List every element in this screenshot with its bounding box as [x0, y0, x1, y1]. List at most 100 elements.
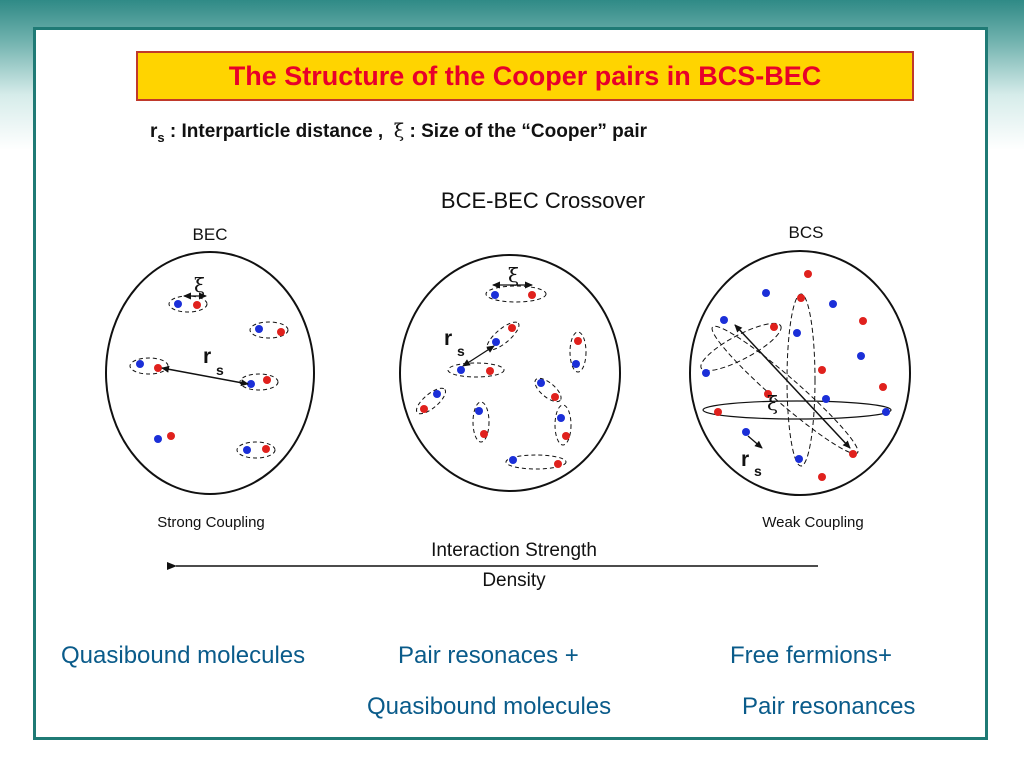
large-pair-horizontal: [702, 400, 892, 420]
red-particle: [262, 445, 270, 453]
blue-particle: [742, 428, 750, 436]
bcs-r-label: r: [741, 448, 749, 471]
pair: [154, 432, 175, 443]
red-particle: [263, 376, 271, 384]
red-particle: [167, 432, 175, 440]
red-particle: [797, 294, 805, 302]
crossover-xi-label: ξ: [508, 263, 519, 287]
pair: [415, 387, 447, 415]
red-particle: [420, 405, 428, 413]
blue-particle: [491, 291, 499, 299]
blue-particle: [882, 408, 890, 416]
xi-definition: : Size of the “Cooper” pair: [404, 121, 648, 142]
bec-label: BEC: [193, 225, 228, 244]
red-particle: [486, 367, 494, 375]
crossover-description-1: Pair resonaces +: [398, 642, 579, 669]
red-particle: [277, 328, 285, 336]
blue-particle: [762, 289, 770, 297]
bcs-particles: [700, 270, 892, 481]
subtitle: rs : Interparticle distance , ξ : Size o…: [150, 120, 870, 145]
pair-boundary: [129, 357, 169, 375]
blue-particle: [492, 338, 500, 346]
bec-pairs: [129, 292, 289, 459]
rs-subscript: s: [157, 129, 165, 145]
blue-particle: [154, 435, 162, 443]
blue-particle: [537, 379, 545, 387]
blue-particle: [795, 455, 803, 463]
pair: [569, 331, 587, 373]
red-particle: [818, 473, 826, 481]
large-pair-diagonal-1: [711, 325, 859, 455]
blue-particle: [857, 352, 865, 360]
red-particle: [554, 460, 562, 468]
large-pair-vertical: [786, 293, 816, 467]
xi-arrow: [734, 324, 851, 449]
bcs-description-2: Pair resonances: [742, 693, 916, 720]
pair-boundary: [554, 404, 572, 446]
crossover-circle: [399, 254, 621, 492]
pair-boundary: [472, 401, 490, 443]
pair: [554, 404, 572, 446]
crossover-description-2: Quasibound molecules: [367, 693, 612, 720]
title-box: The Structure of the Cooper pairs in BCS…: [136, 51, 914, 101]
pair: [129, 357, 169, 375]
red-particle: [574, 337, 582, 345]
red-particle: [879, 383, 887, 391]
blue-particle: [702, 369, 710, 377]
crossover-s-label: s: [457, 343, 465, 359]
red-particle: [154, 364, 162, 372]
blue-particle: [433, 390, 441, 398]
pair-boundary: [236, 441, 276, 459]
pair-boundary: [415, 387, 447, 415]
bec-s-label: s: [216, 362, 224, 378]
blue-particle: [247, 380, 255, 388]
pair-boundary: [569, 331, 587, 373]
blue-particle: [509, 456, 517, 464]
blue-particle: [793, 329, 801, 337]
pair: [168, 295, 208, 313]
pair-boundary: [534, 377, 562, 403]
pair: [472, 401, 490, 443]
figure-heading: BCE-BEC Crossover: [441, 188, 645, 213]
pair: [485, 285, 547, 303]
blue-particle: [136, 360, 144, 368]
pair-boundary: [239, 373, 279, 391]
pair: [239, 373, 279, 391]
red-particle: [480, 430, 488, 438]
blue-particle: [572, 360, 580, 368]
red-particle: [508, 324, 516, 332]
bcs-circle: [689, 250, 911, 496]
pair: [505, 454, 567, 470]
rs-arrow: [161, 365, 249, 387]
red-particle: [551, 393, 559, 401]
xi-symbol: ξ: [393, 120, 405, 142]
red-particle: [764, 390, 772, 398]
blue-particle: [720, 316, 728, 324]
blue-particle: [243, 446, 251, 454]
blue-particle: [557, 414, 565, 422]
pair-boundary: [485, 285, 547, 303]
interaction-strength-label: Interaction Strength: [431, 540, 597, 561]
pair-boundary: [249, 321, 289, 339]
bec-description: Quasibound molecules: [61, 642, 306, 669]
bec-r-label: r: [203, 345, 211, 368]
red-particle: [859, 317, 867, 325]
bcs-s-label: s: [754, 463, 762, 479]
rs-symbol: r: [150, 121, 158, 142]
slide-title: The Structure of the Cooper pairs in BCS…: [228, 60, 822, 91]
blue-particle: [174, 300, 182, 308]
red-particle: [193, 301, 201, 309]
blue-particle: [829, 300, 837, 308]
red-particle: [562, 432, 570, 440]
rs-arrow: [747, 435, 763, 449]
strong-coupling-label: Strong Coupling: [157, 514, 265, 531]
red-particle: [818, 366, 826, 374]
pair-boundary: [505, 454, 567, 470]
bec-xi-label: ξ: [194, 273, 205, 297]
blue-particle: [822, 395, 830, 403]
pair: [236, 441, 276, 459]
pair: [447, 362, 505, 378]
pair: [249, 321, 289, 339]
rs-arrow: [462, 345, 495, 367]
